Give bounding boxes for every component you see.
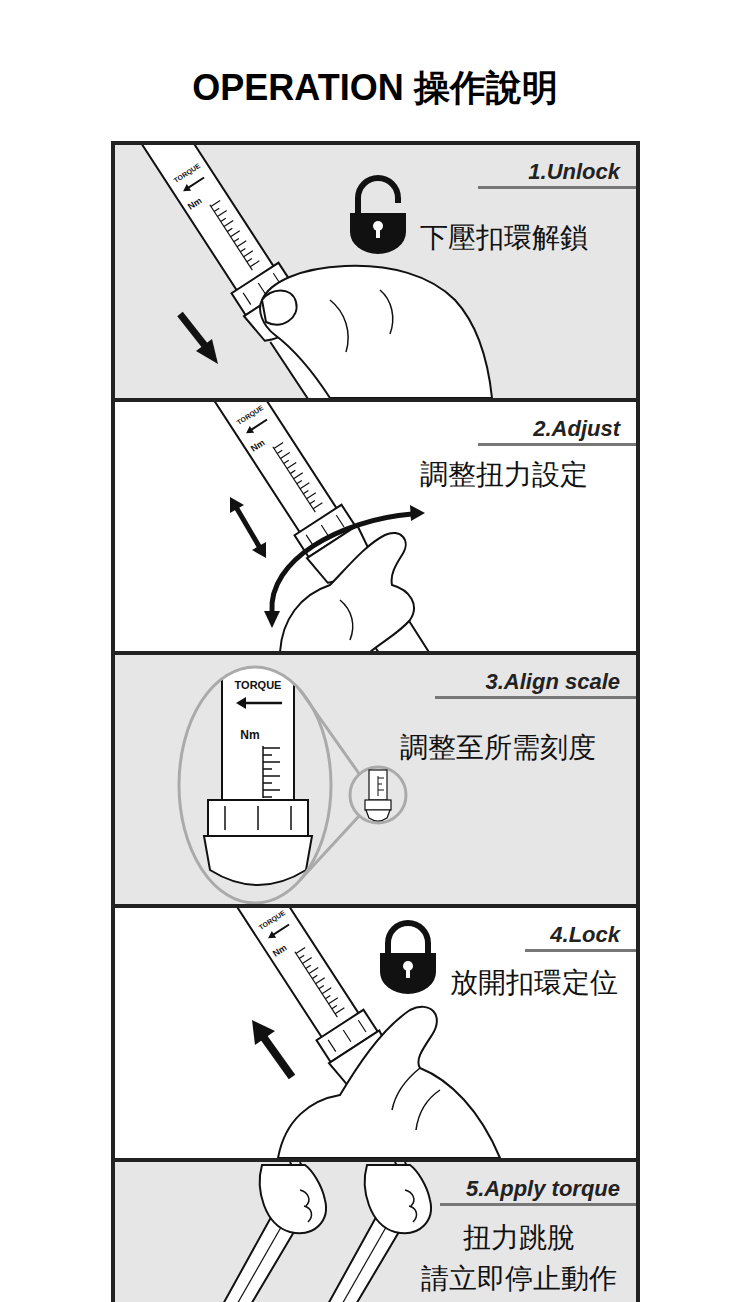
keyhole [406, 968, 410, 978]
heading-bar [478, 443, 638, 446]
step-heading: 1.Unlock [528, 159, 620, 185]
panel-divider [113, 400, 638, 1160]
unit-label: Nm [240, 729, 259, 741]
lock-body [380, 953, 436, 994]
step-heading: 4.Lock [550, 922, 620, 948]
hand [260, 266, 492, 398]
finger-line [300, 1190, 311, 1222]
collar-marks [225, 806, 291, 830]
slide-arrow-head [252, 542, 266, 558]
rotate-arrow-head [264, 611, 280, 628]
step-heading: 2.Adjust [533, 416, 620, 442]
zoom-spot [350, 767, 406, 823]
release-arrow [262, 1035, 292, 1077]
mini-shaft [369, 770, 387, 800]
slide-arrow-head [230, 497, 244, 513]
release-arrow-head [252, 1020, 275, 1045]
step-instruction: 下壓扣環解鎖 [420, 218, 588, 259]
torque-wrench [119, 402, 507, 652]
panel-ground [113, 400, 638, 653]
wrench-shaft [222, 630, 294, 802]
lock-illustration [141, 908, 529, 1158]
rotate-arrow-head [410, 505, 425, 521]
page-title: OPERATION 操作說明 [0, 64, 750, 113]
mini-ticks [378, 776, 384, 796]
mini-collar [365, 800, 391, 810]
mini-sleeve [366, 810, 390, 821]
heading-bar [435, 696, 638, 699]
step-heading: 3.Align scale [485, 669, 620, 695]
scale-ticks [263, 748, 280, 797]
finger-line [405, 1190, 416, 1222]
hand [365, 1165, 431, 1233]
step-instruction: 調整扭力設定 [420, 455, 588, 496]
collar [208, 800, 308, 836]
zoom-circle [179, 667, 331, 903]
step-panel: 5.Apply torque 扭力跳脫 請立即停止動作 [115, 1162, 636, 1302]
finger-line [330, 290, 393, 352]
heading-bar [478, 186, 638, 189]
apply-illustration [222, 1162, 431, 1302]
step-panel: 2.Adjust 調整扭力設定 [115, 402, 636, 652]
hand [278, 1007, 500, 1158]
torque-arrow [244, 702, 282, 705]
finger-line [340, 600, 353, 640]
step-heading: 5.Apply torque [466, 1176, 620, 1202]
dial-label: TORQUE [235, 680, 282, 691]
sleeve [204, 836, 312, 885]
torque-wrench [141, 908, 529, 1158]
lock-shackle-closed [388, 923, 428, 956]
unlock-illustration [115, 145, 492, 398]
thumb [262, 291, 297, 325]
heading-bar [440, 1203, 638, 1206]
hand [260, 1165, 326, 1233]
adjust-illustration [119, 402, 507, 652]
step-instruction: 調整至所需刻度 [400, 728, 596, 769]
lock-shackle-open [358, 178, 398, 216]
finger-line [392, 1068, 440, 1130]
rotate-arrow [272, 514, 412, 612]
step-instruction: 扭力跳脫 請立即停止動作 [413, 1218, 625, 1299]
hand [280, 533, 414, 652]
step-panel: 3.Align scale 調整至所需刻度 [115, 655, 636, 905]
panel-ground [113, 653, 638, 906]
step-instruction: 放開扣環定位 [450, 963, 618, 1004]
push-arrow-head [196, 339, 218, 364]
slide-arrow [236, 507, 260, 548]
torque-arrow-head [236, 697, 246, 709]
step-panel: 1.Unlock 下壓扣環解鎖 [115, 145, 636, 398]
heading-bar [525, 949, 638, 952]
lock-body [350, 213, 406, 254]
frame [113, 143, 638, 1302]
align-illustration [179, 630, 406, 903]
step-panel: 4.Lock 放開扣環定位 [115, 908, 636, 1158]
push-arrow [180, 314, 206, 347]
keyhole [376, 228, 380, 238]
